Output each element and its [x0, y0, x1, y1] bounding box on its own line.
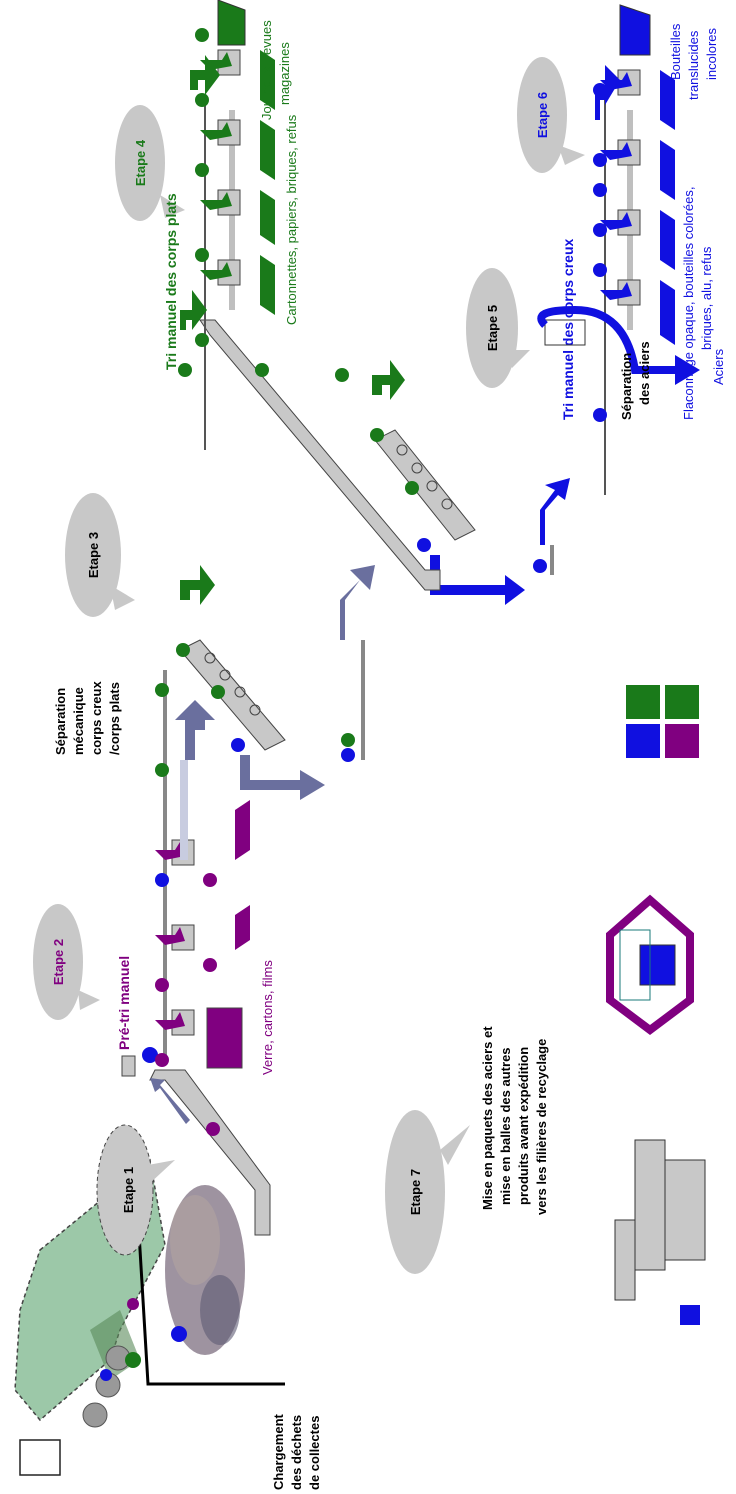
- step-7-label: Etape 7: [408, 1169, 423, 1215]
- final-line-2: mise en balles des autres: [498, 1047, 513, 1205]
- hollow-title: Tri manuel des corps creux: [560, 238, 576, 420]
- steel-sep-1: Séparation: [619, 353, 634, 420]
- final-line-3: produits avant expédition: [516, 1047, 531, 1205]
- step-5-label: Etape 5: [485, 305, 500, 351]
- flat-workers: [200, 49, 241, 286]
- flat-ramp: [199, 319, 441, 591]
- arrow-to-journaux-2: [190, 55, 220, 95]
- mech-label-4: /corps plats: [107, 682, 122, 755]
- final-line-1: Mise en paquets des aciers et: [480, 1026, 495, 1210]
- journaux-label-2: magazines: [277, 42, 292, 105]
- mech-label-2: mécanique: [71, 687, 86, 755]
- loading-label-2: des déchets: [289, 1415, 304, 1490]
- color-square-green-2: [665, 685, 699, 719]
- hollow-output-2: briques, alu, refus: [699, 246, 714, 350]
- flat-bins: [260, 50, 275, 315]
- step-7-bubble: Etape 7: [385, 1110, 470, 1274]
- arrow-to-bottles: [595, 65, 620, 120]
- presort-workers: [155, 839, 195, 1036]
- separator-1: [179, 639, 286, 751]
- compactor: [606, 894, 694, 1035]
- arrow-slate-4: [175, 700, 215, 760]
- steel-sep-2: des aciers: [637, 341, 652, 405]
- bottles-label-3: incolores: [704, 27, 719, 80]
- arrow-blue-2: [540, 478, 570, 545]
- arrow-blue-1: [430, 555, 525, 605]
- flat-title: Tri manuel des corps plats: [163, 193, 179, 370]
- step-2-bubble: Etape 2: [33, 904, 100, 1020]
- step-6-bubble: Etape 6: [517, 57, 585, 173]
- flat-output: Cartonnettes, papiers, briques, refus: [284, 114, 299, 325]
- step-4-bubble: Etape 4: [115, 105, 185, 221]
- step-5-bubble: Etape 5: [466, 268, 530, 388]
- step-3-label: Etape 3: [86, 532, 101, 578]
- arrow-to-journaux: [180, 290, 207, 330]
- magnet-separator: [537, 305, 700, 385]
- arrow-to-flat: [180, 565, 215, 605]
- bottles-label-2: translucides: [686, 30, 701, 100]
- final-line-4: vers les filières de recyclage: [534, 1039, 549, 1215]
- bottles-label-1: Bouteilles: [668, 23, 683, 80]
- arrow-slate-3: [180, 760, 188, 860]
- mech-label-1: Séparation: [53, 688, 68, 755]
- presort-output: Verre, cartons, films: [260, 960, 275, 1075]
- feed-arrow: [150, 1078, 190, 1124]
- presort-title: Pré-tri manuel: [116, 956, 132, 1050]
- hollow-bins: [660, 70, 675, 345]
- loading-label-1: Chargement: [271, 1413, 286, 1490]
- journaux-label-1: Journaux, revues: [259, 20, 274, 120]
- step-6-label: Etape 6: [535, 92, 550, 138]
- step-1-bubble: Etape 1: [96, 1124, 175, 1256]
- color-square-green-1: [626, 685, 660, 719]
- step-1-label: Etape 1: [121, 1167, 136, 1213]
- step-4-label: Etape 4: [133, 139, 148, 186]
- loading-label-3: de collectes: [307, 1416, 322, 1490]
- color-square-blue: [626, 724, 660, 758]
- journaux-bin: [217, 0, 246, 46]
- step-3-bubble: Etape 3: [65, 493, 135, 617]
- aciers-label: Aciers: [711, 348, 726, 385]
- step-2-label: Etape 2: [51, 939, 66, 985]
- baler-press: [614, 1139, 706, 1325]
- separator-2: [374, 429, 476, 541]
- mech-label-3: corps creux: [89, 681, 104, 755]
- bottles-bin: [619, 4, 651, 56]
- arrow-slate-2: [340, 565, 375, 640]
- arrow-green-2: [372, 360, 405, 400]
- arrow-slate-1: [240, 755, 325, 800]
- hollow-output-1: Flaconnage opaque, bouteilles colorées,: [681, 187, 696, 420]
- color-square-purple: [665, 724, 699, 758]
